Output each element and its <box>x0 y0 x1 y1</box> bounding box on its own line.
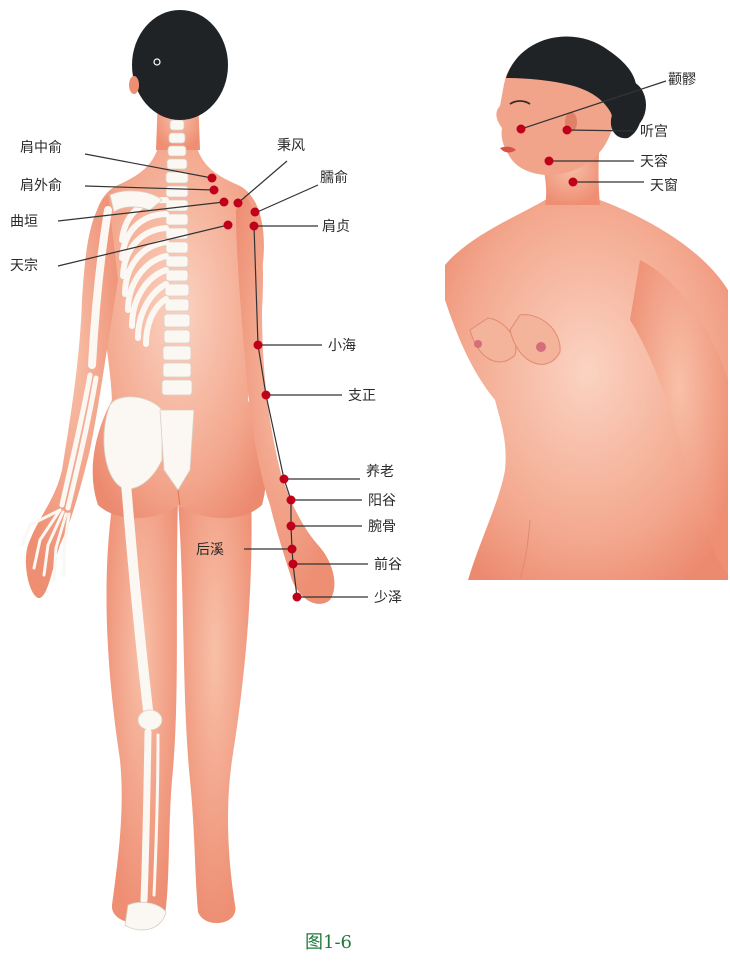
figure-caption: 图1-6 <box>305 932 352 953</box>
label-xiaohai: 小海 <box>328 338 356 354</box>
point-shaoze <box>293 593 302 602</box>
label-tianrong: 天容 <box>640 153 668 170</box>
label-tianchuang: 天窗 <box>650 177 678 194</box>
patella <box>138 710 162 730</box>
label-yanglao: 养老 <box>366 464 394 480</box>
label-qiangu: 前谷 <box>374 556 402 573</box>
hair-bun <box>610 81 646 129</box>
point-jianzhen <box>250 222 259 231</box>
point-tianchuang <box>569 178 578 187</box>
point-quanliao <box>517 125 526 134</box>
foot-bones <box>125 902 166 930</box>
point-quyuan <box>220 198 229 207</box>
point-yanglao <box>280 475 289 484</box>
label-jianzhongshu: 肩中俞 <box>20 139 62 156</box>
point-jianzhongshu <box>208 174 217 183</box>
leader-bingfeng <box>238 161 287 203</box>
left-ear <box>129 76 139 94</box>
side-labels: 颧髎 听宫 天容 天窗 <box>640 72 696 194</box>
label-tianzong: 天宗 <box>10 258 38 274</box>
leader-naoshu <box>255 185 318 213</box>
left-nipple <box>474 340 482 348</box>
label-jianwaishu: 肩外俞 <box>20 177 62 194</box>
point-yanggu <box>287 496 296 505</box>
label-bingfeng: 秉风 <box>277 138 305 154</box>
point-houxi <box>288 545 297 554</box>
label-shaoze: 少泽 <box>374 590 402 606</box>
point-jianwaishu <box>210 186 219 195</box>
point-naoshu <box>251 208 260 217</box>
point-tianzong <box>224 221 233 230</box>
label-yanggu: 阳谷 <box>368 493 396 509</box>
label-tinggong: 听宫 <box>640 124 668 140</box>
label-naoshu: 臑俞 <box>320 169 348 186</box>
point-xiaohai <box>254 341 263 350</box>
label-zhizheng: 支正 <box>348 388 376 404</box>
label-quanliao: 颧髎 <box>668 72 696 88</box>
head-hair <box>132 10 228 120</box>
label-houxi: 后溪 <box>196 542 224 558</box>
point-zhizheng <box>262 391 271 400</box>
label-jianzhen: 肩贞 <box>322 218 350 235</box>
point-bingfeng <box>234 199 243 208</box>
tibia <box>144 732 148 900</box>
label-quyuan: 曲垣 <box>10 214 38 230</box>
right-leg <box>178 470 252 923</box>
point-wangu <box>287 522 296 531</box>
label-wangu: 腕骨 <box>368 519 396 535</box>
side-view-figure <box>445 37 728 580</box>
point-tianrong <box>545 157 554 166</box>
right-nipple <box>536 342 546 352</box>
point-tinggong <box>563 126 572 135</box>
point-qiangu <box>289 560 298 569</box>
